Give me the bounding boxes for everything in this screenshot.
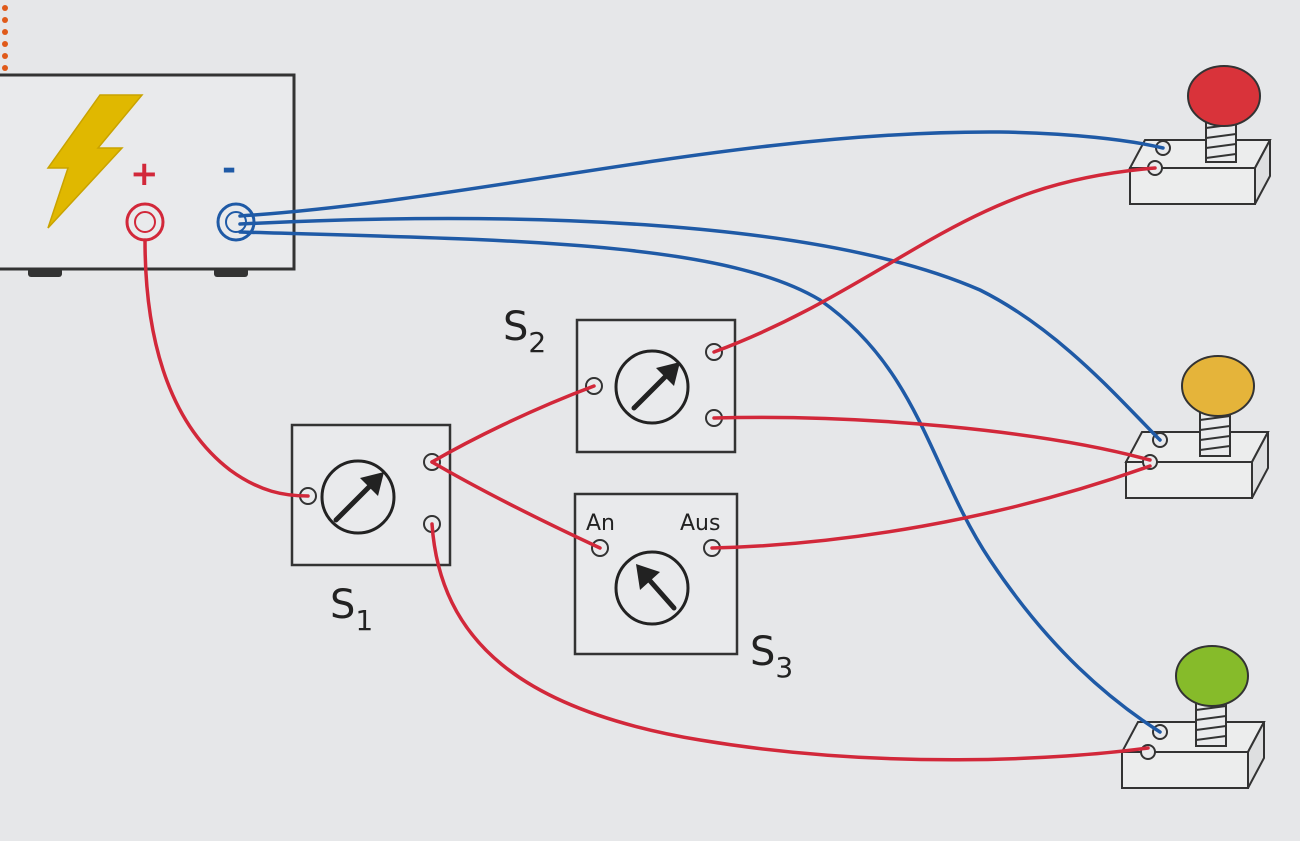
plus-terminal[interactable] — [125, 202, 165, 242]
wires — [143, 130, 1165, 762]
arrow-head-icon — [360, 472, 384, 496]
wire-blue-to-red-lamp — [238, 130, 1165, 218]
plus-symbol: + — [130, 154, 159, 194]
switch-s2[interactable]: S2 — [503, 304, 737, 454]
minus-symbol: - — [222, 149, 236, 189]
switch-s3-label: S3 — [750, 629, 793, 684]
wire-red-s1-to-green-lamp — [430, 522, 1150, 762]
wire-blue-to-green-lamp — [238, 230, 1162, 734]
border-dot — [2, 5, 8, 11]
lamp-base-front — [1129, 167, 1256, 205]
border-dot — [2, 53, 8, 59]
lamp-base-side — [1254, 139, 1271, 205]
wire-red-s2-to-yellow-lamp — [712, 415, 1152, 462]
lamp-red — [1128, 65, 1272, 205]
lamp-bulb-red — [1187, 65, 1261, 127]
power-supply-foot-left — [28, 268, 62, 277]
power-supply-foot-right — [214, 268, 248, 277]
border-dot — [2, 17, 8, 23]
lightning-bolt-icon — [46, 94, 144, 229]
switch-s3-dial[interactable] — [614, 550, 690, 626]
border-dot — [2, 41, 8, 47]
arrow-head-icon — [636, 564, 660, 590]
lamp-base-side — [1247, 721, 1265, 789]
switch-s1[interactable]: S1 — [290, 423, 452, 637]
wire-red-s3-to-yellow-lamp — [710, 464, 1152, 550]
border-dot — [2, 29, 8, 35]
switch-s3-off-label: Aus — [680, 511, 720, 536]
screw-thread-lines — [1195, 705, 1227, 741]
switch-s3-on-label: An — [586, 511, 615, 536]
wire-red-plus-to-s1 — [143, 238, 310, 498]
border-dot — [2, 65, 8, 71]
lamp-base-side — [1251, 431, 1269, 499]
screw-thread-lines — [1199, 415, 1231, 451]
wire-red-s2-to-red-lamp — [712, 166, 1157, 354]
lamp-bulb-green — [1175, 645, 1249, 707]
lamp-base-front — [1121, 751, 1249, 789]
switch-s3[interactable]: An Aus S3 — [573, 492, 793, 684]
wire-blue-to-yellow-lamp — [238, 216, 1162, 442]
plus-terminal-inner — [134, 211, 156, 233]
wire-red-s1-to-s2 — [430, 384, 596, 464]
lamp-bulb-yellow — [1181, 355, 1255, 417]
switch-s2-label: S2 — [503, 304, 546, 359]
arrow-head-icon — [656, 362, 680, 386]
switch-s1-label: S1 — [330, 582, 373, 637]
power-supply: + - — [0, 73, 296, 277]
wire-red-s1-to-s3 — [430, 460, 602, 550]
